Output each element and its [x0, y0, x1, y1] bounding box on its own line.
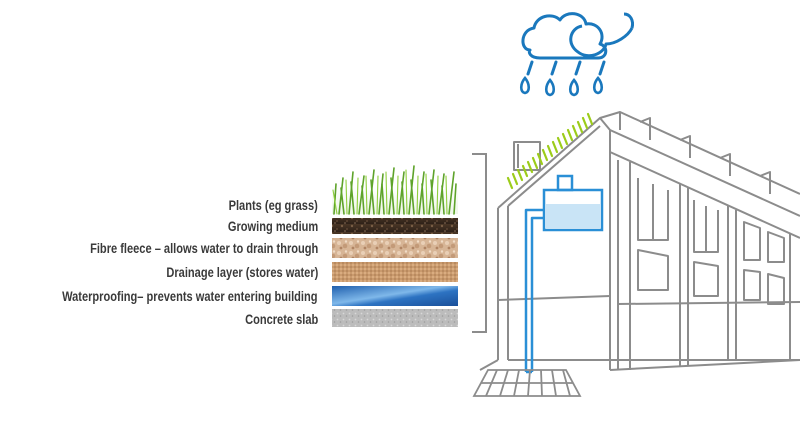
label-fibre-fleece: Fibre fleece – allows water to drain thr… — [89, 241, 318, 256]
green-roof-strip — [506, 112, 594, 190]
drainage-layer-swatch — [332, 262, 458, 282]
raindrop-icon — [544, 60, 558, 97]
fibre-fleece-swatch — [332, 238, 458, 258]
plants-swatch — [332, 165, 458, 215]
raindrop-icon — [568, 60, 582, 97]
waterproofing-swatch — [332, 286, 458, 306]
growing-medium-swatch — [332, 218, 458, 234]
label-concrete-slab: Concrete slab — [244, 312, 318, 327]
layer-swatches — [332, 165, 458, 327]
cloud-icon — [521, 12, 634, 60]
raindrop-icon — [592, 60, 606, 95]
water-tank — [542, 174, 604, 232]
label-waterproofing: Waterproofing– prevents water entering b… — [62, 289, 318, 304]
building-outline — [479, 111, 800, 371]
layers-bracket — [472, 153, 487, 333]
concrete-slab-swatch — [332, 309, 458, 327]
raindrop-icon — [519, 60, 534, 95]
drain-pipe — [524, 208, 544, 374]
label-growing-medium: Growing medium — [227, 219, 318, 234]
rain — [519, 60, 606, 97]
drain-grate-icon — [472, 369, 582, 397]
label-drainage-layer: Drainage layer (stores water) — [166, 265, 318, 280]
label-plants: Plants (eg grass) — [228, 198, 318, 213]
